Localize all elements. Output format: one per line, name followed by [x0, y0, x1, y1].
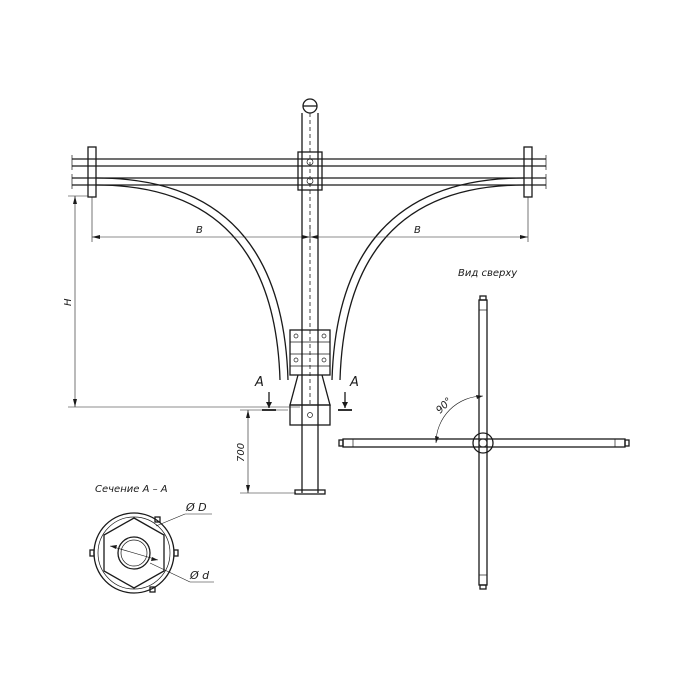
dimension-700 — [240, 409, 296, 494]
diameter-outer-label: Ø D — [185, 501, 207, 514]
section-mark-right-label: A — [349, 375, 359, 390]
top-view-title: Вид сверху — [458, 268, 518, 279]
diameter-inner-label: Ø d — [189, 569, 210, 582]
end-post-right — [523, 146, 533, 198]
end-post-left — [87, 146, 97, 198]
section-hexagon — [103, 517, 165, 589]
dimension-h-label: H — [63, 298, 74, 306]
top-view-center — [472, 432, 494, 454]
curved-arm-left — [95, 177, 289, 381]
section-inner-circle — [117, 536, 151, 570]
dimension-b — [91, 197, 529, 242]
section-mark-right — [338, 392, 352, 411]
base-plate — [294, 489, 326, 495]
angle-label: 90° — [434, 396, 454, 416]
top-view-arm-horizontal — [342, 438, 626, 448]
dimension-b-right-label: B — [414, 225, 421, 236]
section-mark-left-label: A — [254, 375, 264, 390]
top-view: Вид сверху — [338, 268, 630, 590]
dimension-b-left-label: B — [196, 225, 203, 236]
curved-arm-right — [331, 177, 525, 381]
arm-clamps — [289, 329, 331, 376]
front-view: A A B B H — [63, 98, 547, 495]
crossbar-clamp — [297, 151, 323, 191]
top-view-arm-vertical — [478, 299, 488, 586]
section-title: Сечение A – A — [95, 484, 168, 495]
pole-collar — [289, 404, 331, 426]
dimension-700-label: 700 — [236, 443, 247, 462]
dimension-h — [68, 195, 300, 408]
section-a-a: Сечение A – A — [89, 484, 214, 594]
angle-arc — [435, 395, 484, 444]
